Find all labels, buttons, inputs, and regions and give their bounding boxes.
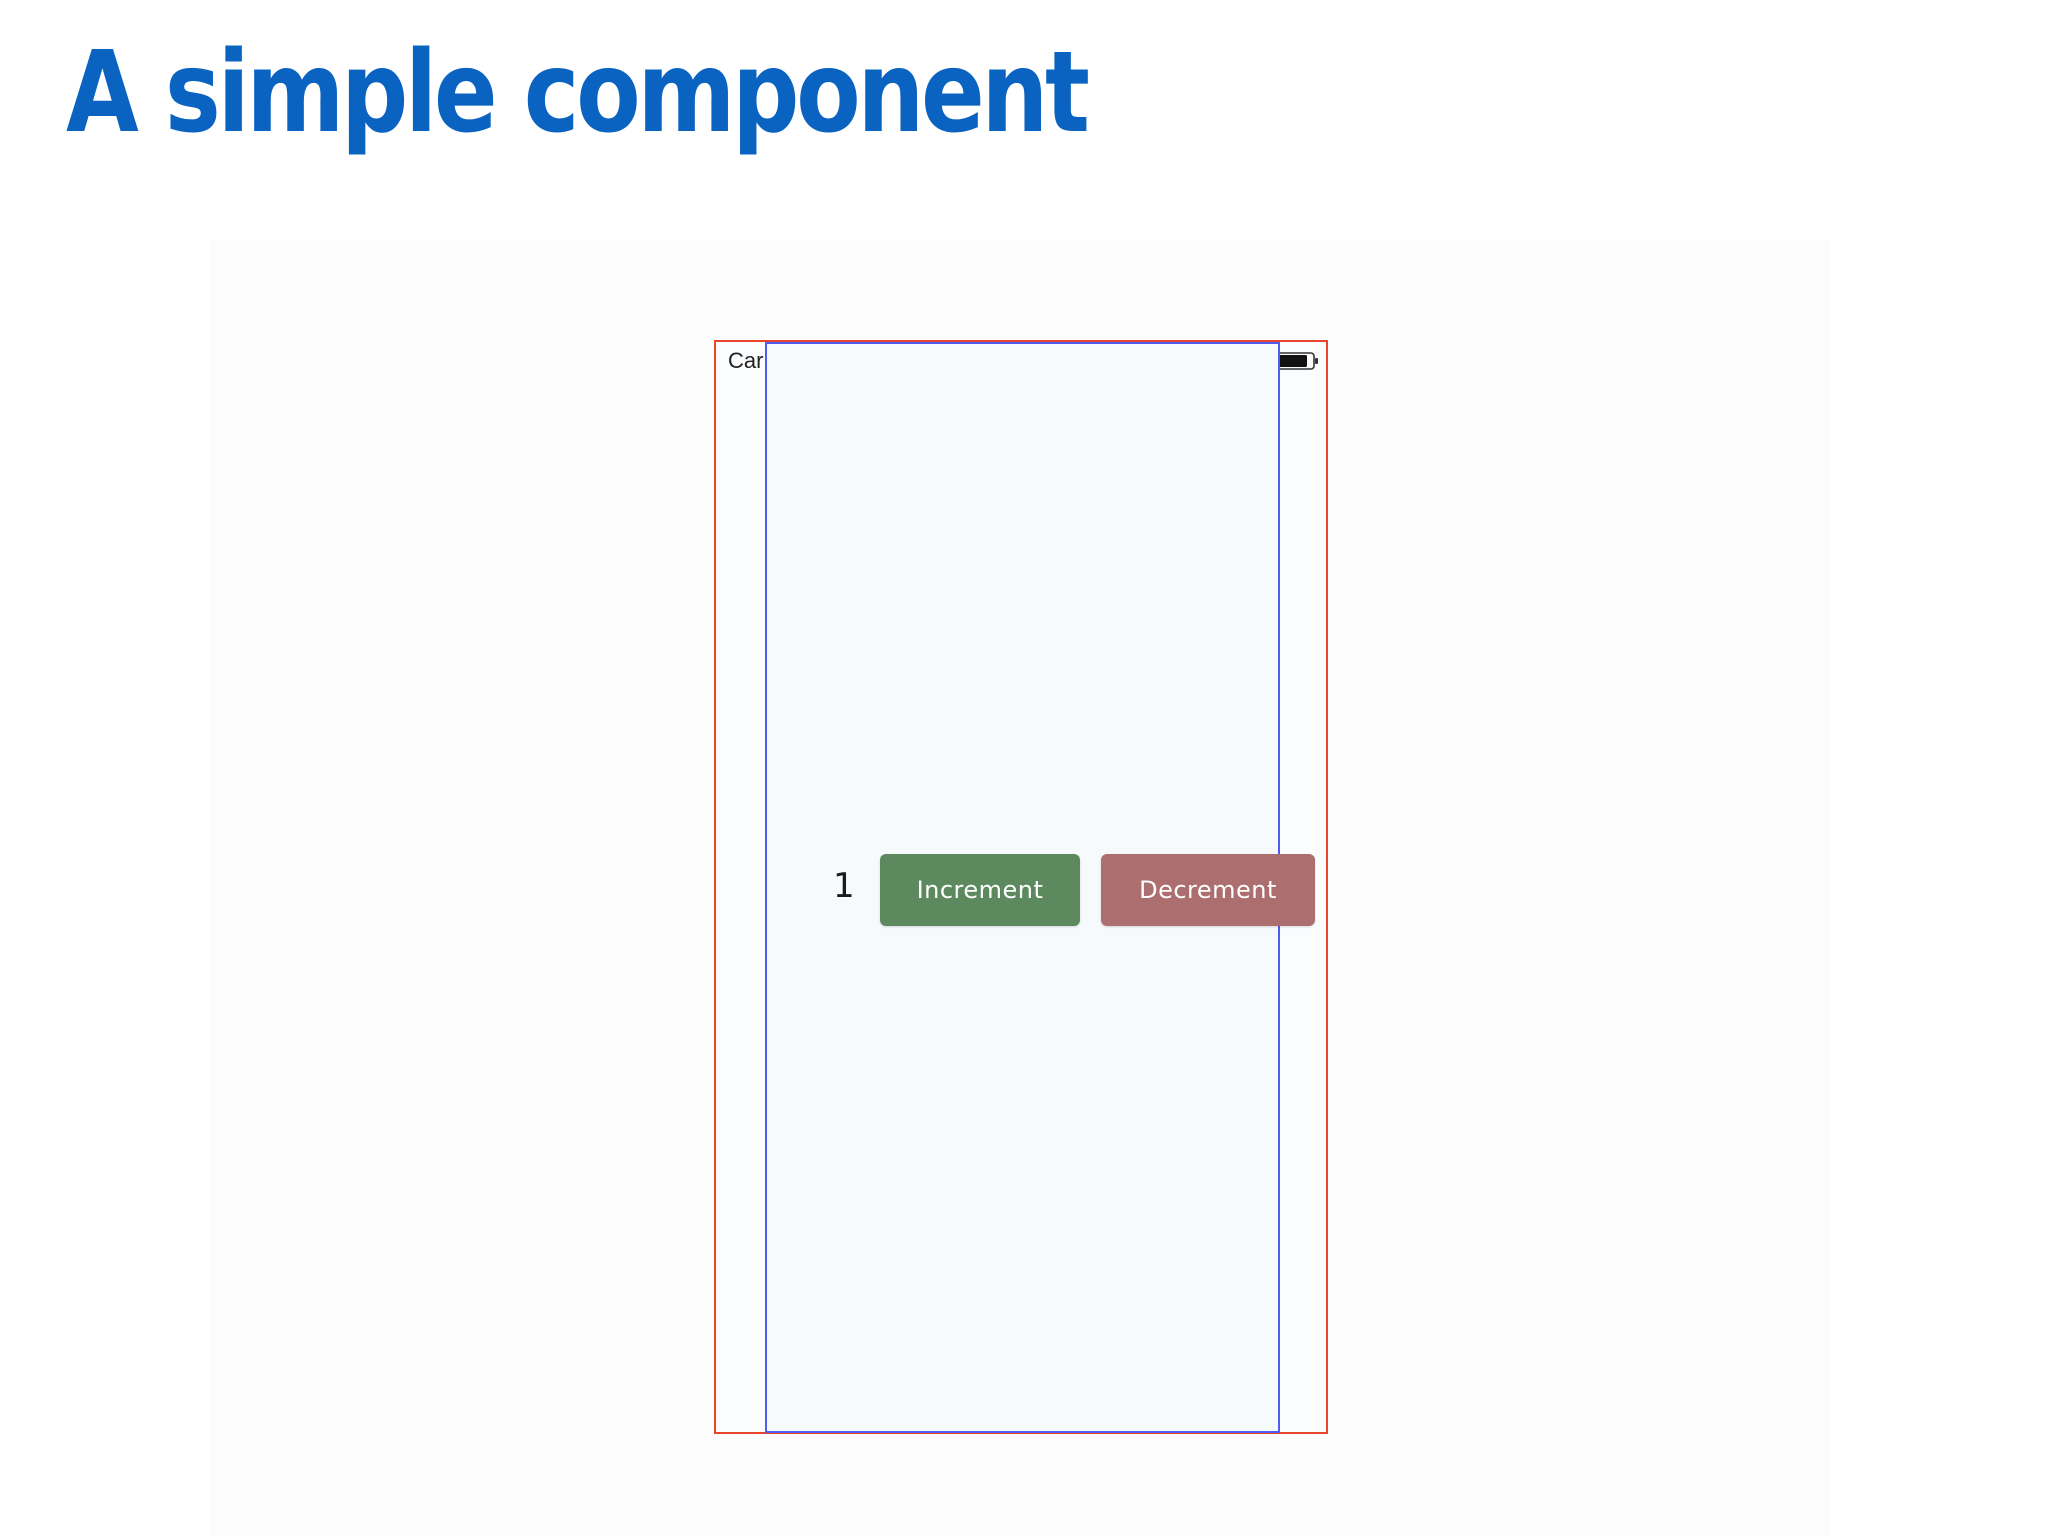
phone-screen: Carrier 1 Increment Decrement [714,340,1328,1434]
battery-icon [1275,352,1318,370]
counter-value: 1 [833,866,855,906]
decrement-button[interactable]: Decrement [1101,854,1315,926]
increment-button[interactable]: Increment [880,854,1080,926]
slide-title: A simple component [66,28,1090,158]
safe-area-view: 1 Increment Decrement [765,342,1315,1433]
